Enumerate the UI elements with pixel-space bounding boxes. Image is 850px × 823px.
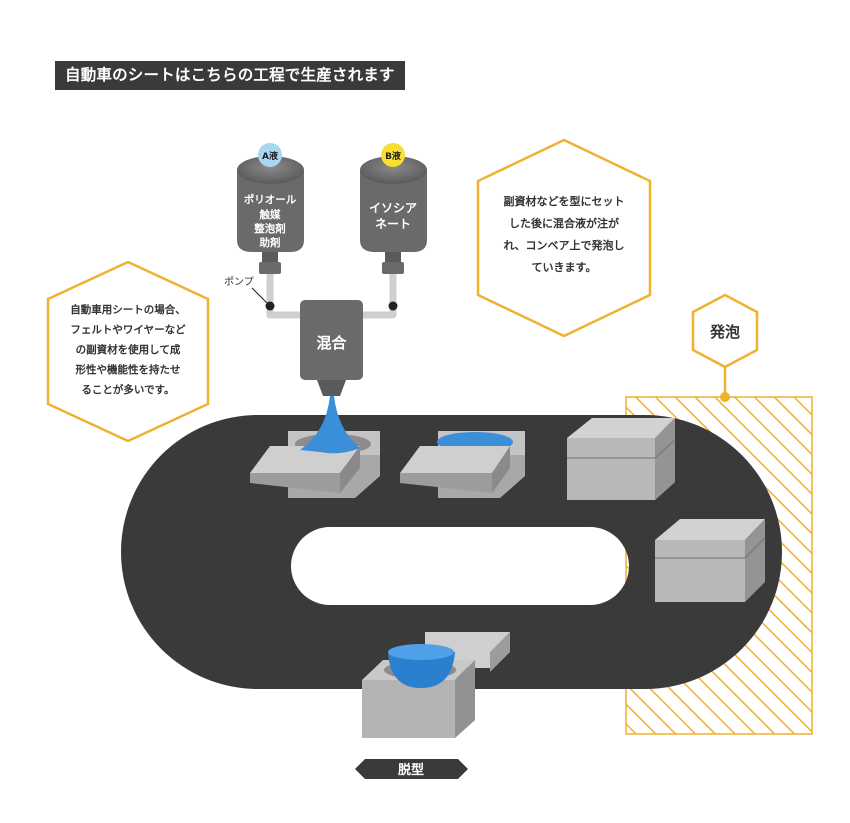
tank-a-line-1: ポリオール xyxy=(244,193,297,206)
demold-label: 脱型 xyxy=(398,762,424,778)
badge-b-label: B液 xyxy=(385,150,402,162)
callout-left-line-3: の副資材を使用して成 xyxy=(76,343,181,356)
mold-pouring xyxy=(250,396,380,498)
mixer-label: 混合 xyxy=(316,334,347,352)
callout-right-line-2: した後に混合液が注が xyxy=(509,216,619,230)
mold-filled xyxy=(400,431,525,498)
foam-label: 発泡 xyxy=(709,323,740,341)
badge-a-label: A液 xyxy=(262,150,279,162)
badge-b xyxy=(381,143,405,167)
page-title: 自動車のシートはこちらの工程で生産されます xyxy=(55,61,405,90)
demold-label-frame xyxy=(355,759,468,779)
tank-a-line-3: 整泡剤 xyxy=(253,222,286,235)
tank-b-line-2: ネート xyxy=(375,217,411,231)
tank-a xyxy=(237,156,304,274)
tank-b xyxy=(360,156,427,274)
tank-a-line-4: 助剤 xyxy=(260,236,281,249)
callout-right-line-1: 副資材などを型にセット xyxy=(504,194,625,208)
pump-dot-b xyxy=(388,301,398,311)
pipes xyxy=(266,268,397,319)
mold-closed-1 xyxy=(567,418,676,500)
mixer xyxy=(300,300,363,396)
callout-left-line-4: 形性や機能性を持たせ xyxy=(76,363,181,376)
callout-left-line-5: ることが多いです。 xyxy=(81,383,174,396)
badge-a xyxy=(258,143,282,167)
callout-right-frame xyxy=(476,138,652,338)
callout-left-line-1: 自動車用シートの場合、 xyxy=(70,303,186,316)
pump-label: ポンプ xyxy=(224,276,254,288)
callout-right-line-3: れ、コンベア上で発泡し xyxy=(503,238,624,252)
tank-a-line-2: 触媒 xyxy=(259,208,281,221)
mold-demold xyxy=(362,632,510,738)
foam-connector-dot xyxy=(720,392,730,402)
callout-left-frame xyxy=(46,260,210,443)
callout-left-line-2: フェルトやワイヤーなど xyxy=(70,323,186,336)
pump-leader xyxy=(251,287,269,305)
mold-closed-2 xyxy=(655,519,766,602)
tank-b-line-1: イソシア xyxy=(369,201,417,215)
callout-right-line-4: ていきます。 xyxy=(532,261,597,274)
